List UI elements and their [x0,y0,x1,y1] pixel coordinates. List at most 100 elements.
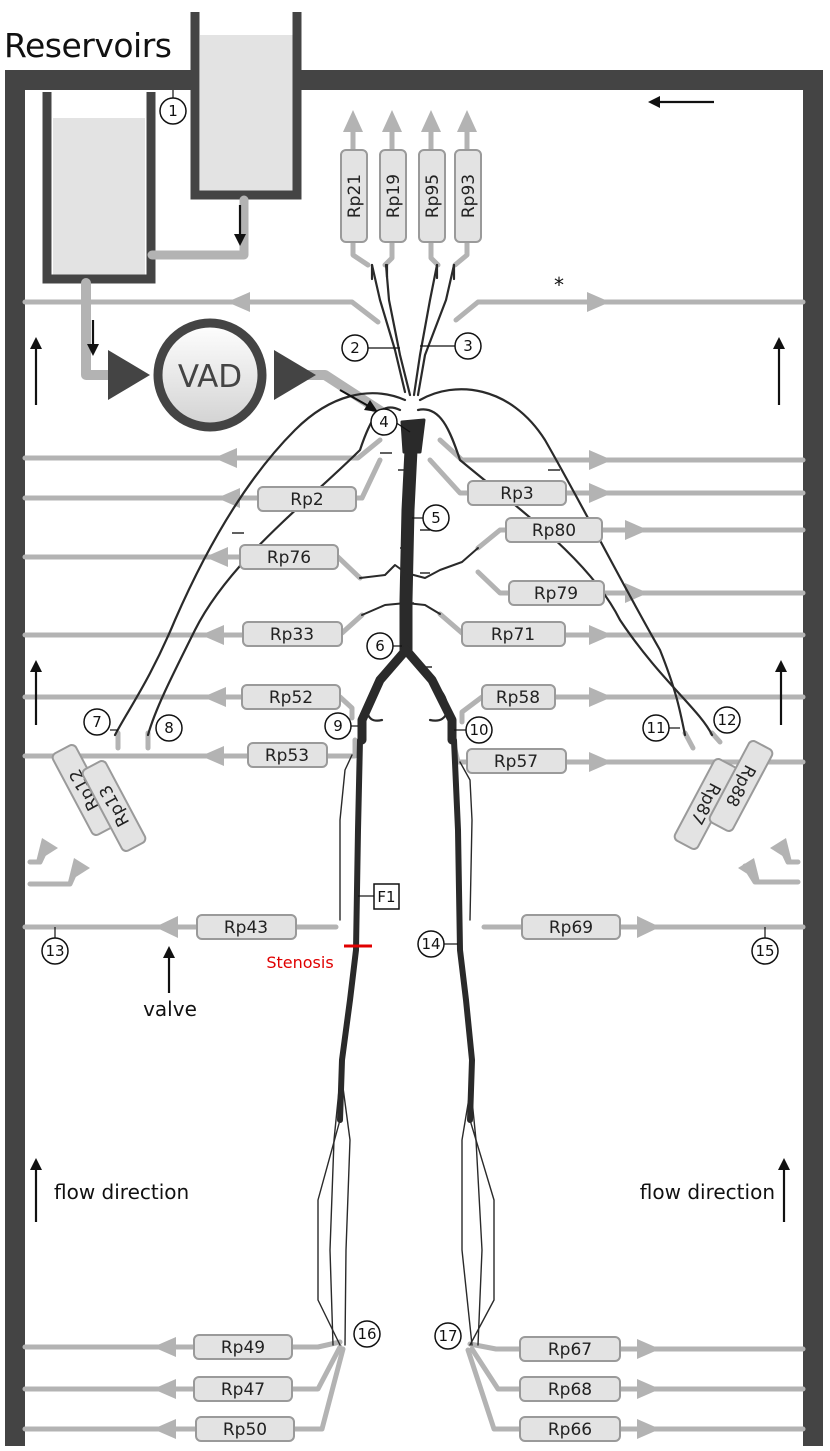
resistor-rp80: Rp80 [505,517,603,543]
arrow-up-icon [163,946,175,993]
rp57-label: Rp57 [494,752,538,772]
arrow-left-icon [648,96,714,108]
marker-7: 7 [83,708,118,736]
marker-2-label: 2 [350,339,360,357]
tubing [22,127,806,1432]
marker-16-label: 16 [357,1325,376,1343]
arrow-down-icon [234,205,246,246]
resistor-rp47: Rp47 [193,1376,293,1402]
rp2-label: Rp2 [290,490,323,510]
marker-4-label: 4 [379,413,389,431]
marker-5: 5 [412,504,450,532]
resistor-rp76: Rp76 [239,544,339,570]
resistors: Rp21 Rp19 Rp95 Rp93 Rp2 Rp3 Rp80 Rp76 Rp… [51,149,774,1442]
marker-6: 6 [366,632,402,660]
marker-8: 8 [155,714,183,742]
rp66-label: Rp66 [548,1420,592,1440]
resistor-rp52: Rp52 [241,684,341,710]
asterisk-mark: * [554,273,564,297]
vessel-ticks [232,452,560,668]
marker-15-label: 15 [755,942,774,960]
reservoir-upper [190,12,302,200]
valve-label: valve [143,997,197,1021]
sensor-f1: F1 [358,883,400,910]
marker-12-label: 12 [717,711,736,729]
marker-14-label: 14 [421,935,440,953]
arrow-up-icon [30,337,42,405]
markers: 1 2 3 4 5 6 7 8 9 10 11 12 13 14 15 16 1… [41,90,779,1350]
rp80-label: Rp80 [532,521,576,541]
marker-1: 1 [159,90,187,125]
arrow-down-icon [87,320,99,356]
arrow-up-icon [775,660,787,725]
rp95-label: Rp95 [423,174,443,218]
inflow-arrow [339,389,378,412]
reservoir-lower [42,92,156,284]
resistor-rp19: Rp19 [379,149,407,243]
marker-11-label: 11 [646,719,665,737]
resistor-rp53: Rp53 [247,742,328,768]
marker-16: 16 [353,1320,381,1348]
rp49-label: Rp49 [221,1338,265,1358]
arrow-up-icon [30,660,42,725]
flow-arrows [30,96,790,1222]
rp71-label: Rp71 [491,625,535,645]
rp19-label: Rp19 [384,174,404,218]
marker-17: 17 [434,1322,462,1350]
resistor-rp67: Rp67 [519,1336,621,1362]
rp68-label: Rp68 [548,1380,592,1400]
resistor-rp93: Rp93 [454,149,482,243]
rp76-label: Rp76 [267,548,311,568]
flow-direction-right: flow direction [640,1180,775,1204]
stenosis-marker: Stenosis [266,944,372,972]
resistor-rp2: Rp2 [257,486,357,512]
stenosis-label: Stenosis [266,953,333,972]
tube-arrowheads [36,110,792,1439]
resistor-rp66: Rp66 [519,1416,621,1442]
return-frame [5,70,823,1446]
page-title: Reservoirs [4,26,172,65]
marker-12: 12 [713,706,741,734]
vad-label: VAD [178,359,242,395]
resistor-rp68: Rp68 [519,1376,621,1402]
resistor-rp33: Rp33 [242,621,343,647]
resistor-rp79: Rp79 [508,580,605,606]
resistor-rp50: Rp50 [195,1416,295,1442]
arrow-up-icon [778,1158,790,1222]
resistor-rp71: Rp71 [461,621,566,647]
marker-1-label: 1 [168,102,178,120]
marker-7-label: 7 [92,713,102,731]
marker-10: 10 [454,716,493,744]
rp52-label: Rp52 [269,688,313,708]
marker-5-label: 5 [431,509,441,527]
marker-9-label: 9 [333,717,343,735]
resistor-rp58: Rp58 [481,684,556,710]
resistor-rp69: Rp69 [521,914,621,940]
rp21-label: Rp21 [345,174,365,218]
sensor-f1-label: F1 [377,888,395,906]
marker-17-label: 17 [438,1327,457,1345]
arrow-up-icon [30,1158,42,1222]
rp3-label: Rp3 [500,484,533,504]
marker-11: 11 [642,714,680,742]
rp67-label: Rp67 [548,1340,592,1360]
resistor-rp21: Rp21 [340,149,368,243]
resistor-rp95: Rp95 [418,149,446,243]
resistor-rp57: Rp57 [466,748,567,774]
rp69-label: Rp69 [549,918,593,938]
marker-13-label: 13 [45,942,64,960]
vad-pump: VAD [108,318,316,432]
marker-4: 4 [370,408,411,436]
flow-direction-left: flow direction [54,1180,189,1204]
marker-10-label: 10 [469,721,488,739]
arrow-up-icon [773,337,785,405]
marker-15: 15 [751,927,779,965]
marker-6-label: 6 [375,637,385,655]
rp79-label: Rp79 [534,584,578,604]
rp43-label: Rp43 [224,918,268,938]
rp33-label: Rp33 [270,625,314,645]
marker-3-label: 3 [463,337,473,355]
marker-2: 2 [341,334,400,362]
rp58-label: Rp58 [496,688,540,708]
rp47-label: Rp47 [221,1380,265,1400]
